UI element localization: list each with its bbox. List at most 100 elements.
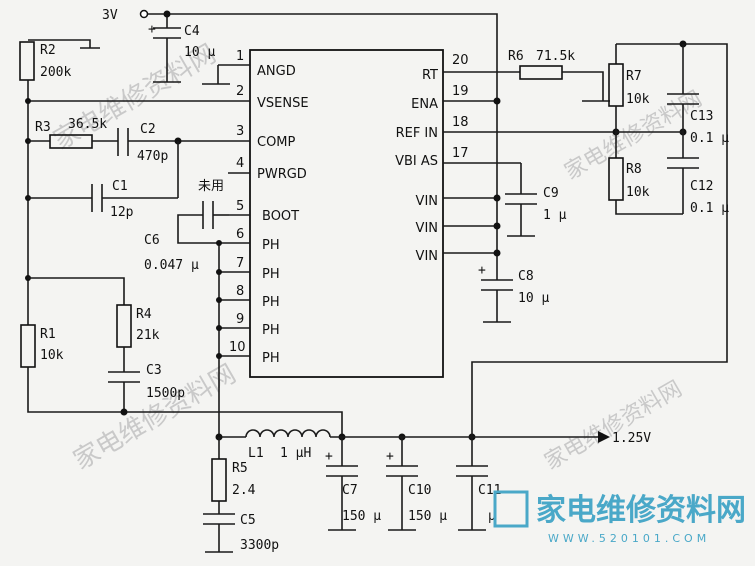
pin-name-ph-8: PH (262, 295, 280, 310)
pin-number-17: 17 (452, 146, 469, 161)
r1-ref: R1 (40, 327, 56, 342)
pin-name-ph-10: PH (262, 351, 280, 366)
capacitor-c6: C6 0.047 μ (144, 201, 229, 273)
r8-value: 10k (626, 185, 650, 200)
logo-url: WWW.520101.COM (548, 532, 710, 545)
resistor-r2: R2 200k (19, 39, 100, 101)
c4-value: 10 μ (184, 45, 215, 60)
pin-name-angd: ANGD (257, 64, 296, 79)
pin-name-boot: BOOT (262, 209, 299, 224)
pin-name-vin-3: VIN (416, 249, 438, 264)
supply-label: 3V (102, 8, 118, 23)
unused-note: 未用 (198, 179, 224, 194)
capacitor-c1: C1 12p (28, 179, 178, 220)
resistor-r4: R4 21k (28, 277, 160, 372)
pin-name-vbias: VBI AS (395, 154, 438, 169)
c5-ref: C5 (240, 513, 256, 528)
ic-right-pin-lines (443, 71, 616, 254)
resistor-r6: R6 71.5k (508, 49, 610, 102)
capacitor-c7: + C7 150 μ (325, 437, 381, 531)
r3-value: 36.5k (68, 117, 107, 132)
logo-text: 家电维修资料网 (536, 493, 746, 528)
capacitor-c8: + C8 10 μ (478, 258, 549, 323)
r6-value: 71.5k (536, 49, 575, 64)
pin-name-rt: RT (422, 68, 438, 83)
svg-text:+: + (325, 449, 333, 464)
pin-number-8: 8 (236, 284, 244, 299)
site-logo: 家电维修资料网 WWW.520101.COM (493, 490, 746, 545)
junction-dot (25, 98, 31, 104)
c13-value: 0.1 μ (690, 131, 729, 146)
pin-name-ph-7: PH (262, 267, 280, 282)
capacitor-c2: C2 470p (117, 122, 182, 164)
ic-left-pin-lines (28, 64, 250, 357)
pin-number-19: 19 (452, 84, 469, 99)
resistor-r3: R3 36.5k (28, 117, 118, 149)
c12-value: 0.1 μ (690, 201, 729, 216)
logo-icon (493, 490, 529, 528)
c8-value: 10 μ (518, 291, 549, 306)
pin-name-pwrgd: PWRGD (257, 167, 307, 182)
pin-name-ena: ENA (411, 97, 438, 112)
c12-ref: C12 (690, 179, 713, 194)
capacitor-c11: C11 μ (456, 437, 501, 531)
r6-ref: R6 (508, 49, 524, 64)
pin-number-9: 9 (236, 312, 244, 327)
pin-name-vsense: VSENSE (257, 96, 309, 111)
feedback-line (471, 43, 728, 437)
capacitor-c5: C5 3300p (203, 513, 279, 553)
c1-ref: C1 (112, 179, 128, 194)
capacitor-c13: C13 0.1 μ (667, 44, 729, 158)
capacitor-c12: C12 0.1 μ (667, 157, 729, 216)
r5-ref: R5 (232, 461, 248, 476)
r3-ref: R3 (35, 120, 51, 135)
capacitor-c9: C9 1 μ (505, 163, 567, 237)
ic-left-pin-numbers: 1 2 3 4 5 6 7 8 9 10 (229, 49, 246, 355)
output-arrow (598, 431, 610, 443)
r1-value: 10k (40, 348, 64, 363)
supply-terminal (139, 9, 149, 19)
pin-number-7: 7 (236, 256, 244, 271)
resistor-r5: R5 2.4 (211, 437, 256, 514)
c1-value: 12p (110, 205, 134, 220)
pin-name-ref-in: REF IN (396, 126, 438, 141)
c11-value: μ (488, 509, 496, 524)
c7-ref: C7 (342, 483, 358, 498)
r7-value: 10k (626, 92, 650, 107)
pin-name-vin-2: VIN (416, 221, 438, 236)
c7-value: 150 μ (342, 509, 381, 524)
ic-right-pin-names: RT ENA REF IN VBI AS VIN VIN VIN (395, 68, 438, 264)
r8-ref: R8 (626, 162, 642, 177)
c9-value: 1 μ (543, 208, 567, 223)
pin-name-comp: COMP (257, 135, 296, 150)
c3-ref: C3 (146, 363, 162, 378)
c9-ref: C9 (543, 186, 559, 201)
r4-ref: R4 (136, 307, 152, 322)
pin-number-3: 3 (236, 124, 244, 139)
ic-right-pin-numbers: 20 19 18 17 (452, 53, 469, 161)
capacitor-c3: C3 1500p (108, 363, 185, 412)
r2-ref: R2 (40, 43, 56, 58)
resistor-r1: R1 10k (20, 324, 343, 437)
capacitor-c4: + C4 10 μ (148, 22, 215, 83)
inductor-l1: L1 1 μH (219, 429, 331, 461)
pin-number-2: 2 (236, 84, 244, 99)
c3-value: 1500p (146, 386, 185, 401)
c2-value: 470p (137, 149, 168, 164)
r2-value: 200k (40, 65, 71, 80)
c5-value: 3300p (240, 538, 279, 553)
ic-body (249, 49, 444, 378)
svg-text:+: + (386, 449, 394, 464)
l1-value: 1 μH (280, 446, 311, 461)
pin-name-vin-1: VIN (416, 194, 438, 209)
c13-ref: C13 (690, 109, 713, 124)
watermark-bg-3: 家电维修资料网 (541, 377, 687, 476)
c8-ref: C8 (518, 269, 534, 284)
pin-number-20: 20 (452, 53, 469, 68)
pin-number-4: 4 (236, 156, 244, 171)
ic-left-pin-names: ANGD VSENSE COMP PWRGD BOOT PH PH PH PH … (257, 64, 309, 366)
output-label: 1.25V (612, 431, 651, 446)
c4-ref: C4 (184, 24, 200, 39)
r4-value: 21k (136, 328, 160, 343)
